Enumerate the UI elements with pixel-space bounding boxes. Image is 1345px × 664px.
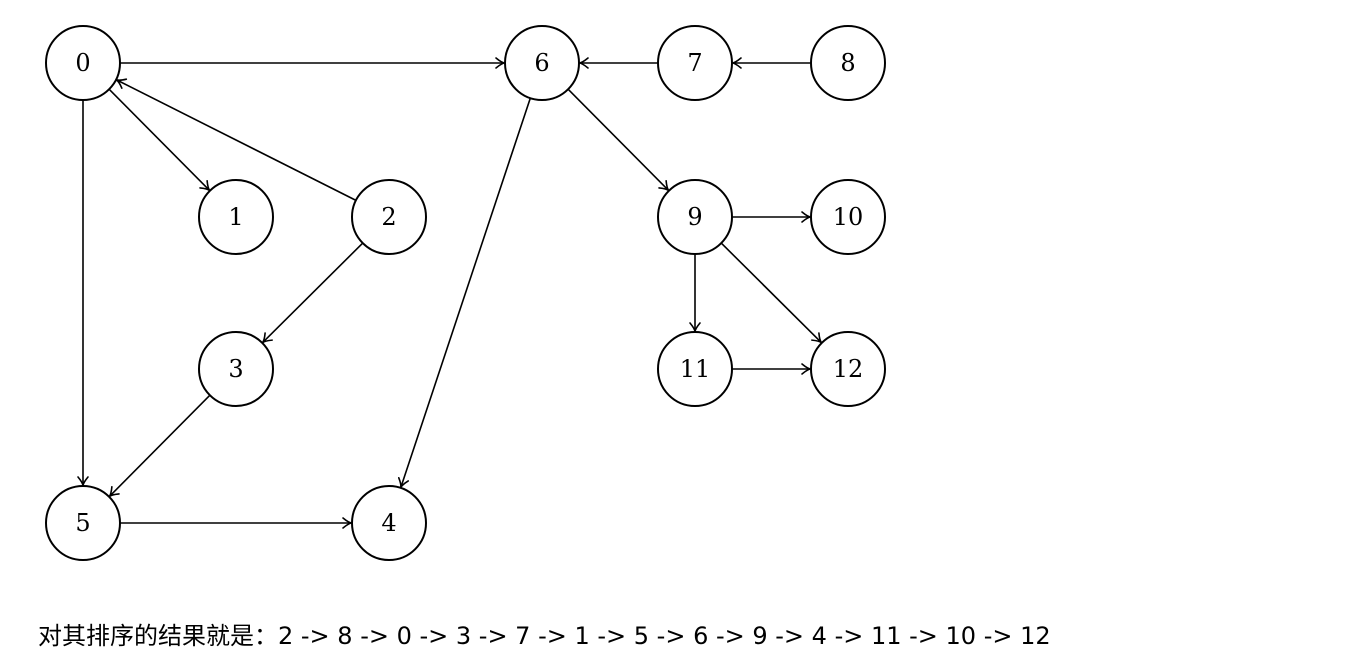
topological-sort-result: 对其排序的结果就是：2 -> 8 -> 0 -> 3 -> 7 -> 1 -> …	[38, 622, 1051, 650]
node-2: 2	[351, 179, 427, 255]
node-circle	[45, 485, 121, 561]
node-10: 10	[810, 179, 886, 255]
edge-9-to-12	[720, 242, 823, 344]
edge-9-to-10	[732, 211, 812, 223]
edge-line	[108, 394, 211, 498]
node-3: 3	[198, 331, 274, 407]
node-label: 5	[75, 509, 90, 537]
node-label: 8	[840, 49, 855, 77]
node-label: 12	[833, 355, 864, 383]
node-label: 1	[228, 203, 243, 231]
node-circle	[657, 331, 733, 407]
node-circle	[657, 25, 733, 101]
node-circle	[198, 179, 274, 255]
edge-9-to-11	[689, 254, 701, 333]
node-label: 7	[687, 49, 702, 77]
edges	[77, 57, 823, 529]
node-0: 0	[45, 25, 121, 101]
node-12: 12	[810, 331, 886, 407]
edge-7-to-6	[578, 57, 658, 69]
edge-line	[567, 88, 670, 192]
node-9: 9	[657, 179, 733, 255]
node-7: 7	[657, 25, 733, 101]
edge-line	[399, 97, 532, 489]
node-label: 11	[680, 355, 711, 383]
node-label: 0	[75, 49, 90, 77]
node-label: 2	[381, 203, 396, 231]
edge-2-to-3	[261, 242, 364, 344]
edge-0-to-1	[108, 88, 211, 192]
node-label: 6	[534, 49, 549, 77]
node-5: 5	[45, 485, 121, 561]
node-label: 4	[381, 509, 396, 537]
edge-3-to-5	[108, 394, 211, 498]
edge-5-to-4	[120, 517, 353, 529]
edge-0-to-6	[120, 57, 506, 69]
node-6: 6	[504, 25, 580, 101]
node-circle	[810, 179, 886, 255]
edge-line	[261, 242, 364, 344]
node-circle	[45, 25, 121, 101]
node-label: 9	[687, 203, 702, 231]
edge-6-to-4	[397, 97, 532, 489]
node-8: 8	[810, 25, 886, 101]
node-label: 10	[833, 203, 864, 231]
node-label: 3	[228, 355, 243, 383]
node-4: 4	[351, 485, 427, 561]
node-circle	[810, 331, 886, 407]
node-1: 1	[198, 179, 274, 255]
edge-line	[115, 78, 357, 202]
node-circle	[351, 485, 427, 561]
node-circle	[198, 331, 274, 407]
node-circle	[810, 25, 886, 101]
node-circle	[351, 179, 427, 255]
edge-line	[720, 242, 823, 344]
edge-6-to-9	[567, 88, 670, 192]
edge-11-to-12	[732, 363, 812, 375]
edge-8-to-7	[731, 57, 811, 69]
node-circle	[657, 179, 733, 255]
node-circle	[504, 25, 580, 101]
edge-line	[108, 88, 211, 192]
edge-0-to-5	[77, 100, 89, 487]
node-11: 11	[657, 331, 733, 407]
